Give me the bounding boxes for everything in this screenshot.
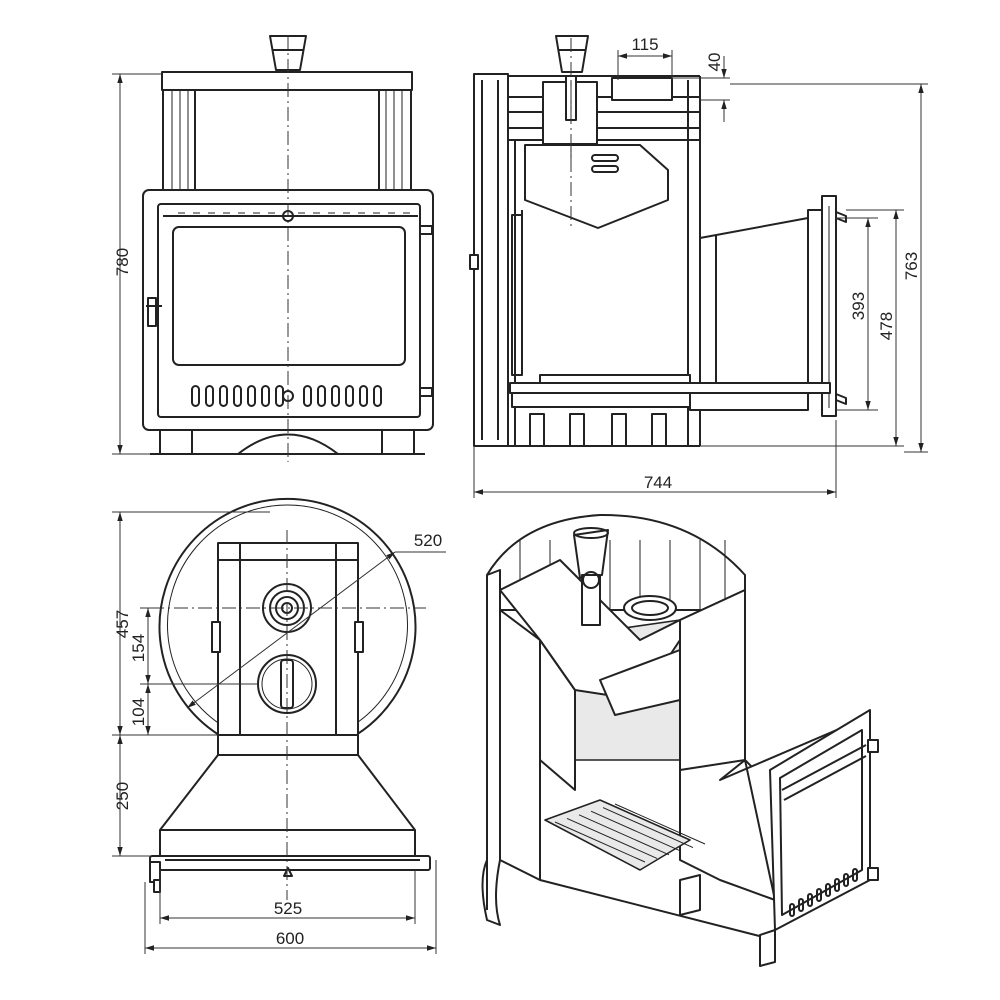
front-vent-slot bbox=[331, 385, 340, 407]
front-vent-slot bbox=[233, 385, 242, 407]
dimension-744: 744 bbox=[473, 420, 837, 498]
grate-bar bbox=[554, 821, 646, 863]
front-vent-slot bbox=[303, 385, 312, 407]
door-air-slots bbox=[789, 868, 858, 917]
grate-bar bbox=[614, 803, 706, 845]
dimension-763: 763 bbox=[730, 83, 928, 453]
front-vent-slot bbox=[359, 385, 368, 407]
door-slot bbox=[852, 868, 858, 882]
grate-bar bbox=[566, 817, 658, 859]
dimension-780: 780 bbox=[112, 73, 162, 455]
dimension-393: 393 bbox=[836, 217, 878, 411]
dimension-457: 457 bbox=[112, 511, 270, 736]
dimension-115: 115 bbox=[617, 35, 673, 80]
dim-478-label: 478 bbox=[877, 312, 896, 340]
door-slot bbox=[807, 893, 813, 907]
dim-520-label: 520 bbox=[414, 531, 442, 550]
grate-bar bbox=[590, 810, 682, 852]
front-vent-slot bbox=[219, 385, 228, 407]
dim-457-label: 457 bbox=[113, 610, 132, 638]
front-vent-slot bbox=[205, 385, 214, 407]
grate-bar bbox=[602, 807, 694, 849]
door-slot bbox=[798, 898, 804, 912]
dim-393-label: 393 bbox=[849, 292, 868, 320]
front-air-vents bbox=[178, 212, 410, 407]
front-vent-slot bbox=[247, 385, 256, 407]
isometric-cutaway-view bbox=[481, 513, 879, 967]
dimension-250: 250 bbox=[112, 735, 150, 857]
door-slot bbox=[843, 873, 849, 887]
front-vent-slot bbox=[261, 385, 270, 407]
dim-525-label: 525 bbox=[274, 899, 302, 918]
door-slot bbox=[816, 888, 822, 902]
dim-250-label: 250 bbox=[113, 782, 132, 810]
dim-780-label: 780 bbox=[113, 248, 132, 276]
dim-104-label: 104 bbox=[129, 698, 148, 726]
dim-40-label: 40 bbox=[705, 53, 724, 72]
dimension-525: 525 bbox=[159, 870, 416, 924]
dim-763-label: 763 bbox=[902, 252, 921, 280]
door-slot bbox=[834, 878, 840, 892]
dimension-104: 104 bbox=[129, 684, 151, 735]
dim-154-label: 154 bbox=[129, 634, 148, 662]
front-view bbox=[142, 35, 434, 462]
door-slot bbox=[789, 903, 795, 917]
dim-744-label: 744 bbox=[644, 473, 672, 492]
dim-115-label: 115 bbox=[631, 35, 658, 54]
front-vent-slot bbox=[345, 385, 354, 407]
dimension-40: 40 bbox=[672, 53, 730, 122]
ash-grate bbox=[554, 803, 706, 863]
side-view bbox=[469, 35, 847, 447]
front-vent-slot bbox=[373, 385, 382, 407]
door-slot bbox=[825, 883, 831, 897]
front-vent-slot bbox=[191, 385, 200, 407]
dimension-600: 600 bbox=[144, 860, 437, 954]
dimension-154: 154 bbox=[129, 607, 258, 685]
front-vent-slot bbox=[317, 385, 326, 407]
dim-600-label: 600 bbox=[276, 929, 304, 948]
plan-view bbox=[149, 497, 446, 900]
grate-bar bbox=[578, 814, 670, 856]
dimension-478: 478 bbox=[700, 209, 904, 447]
